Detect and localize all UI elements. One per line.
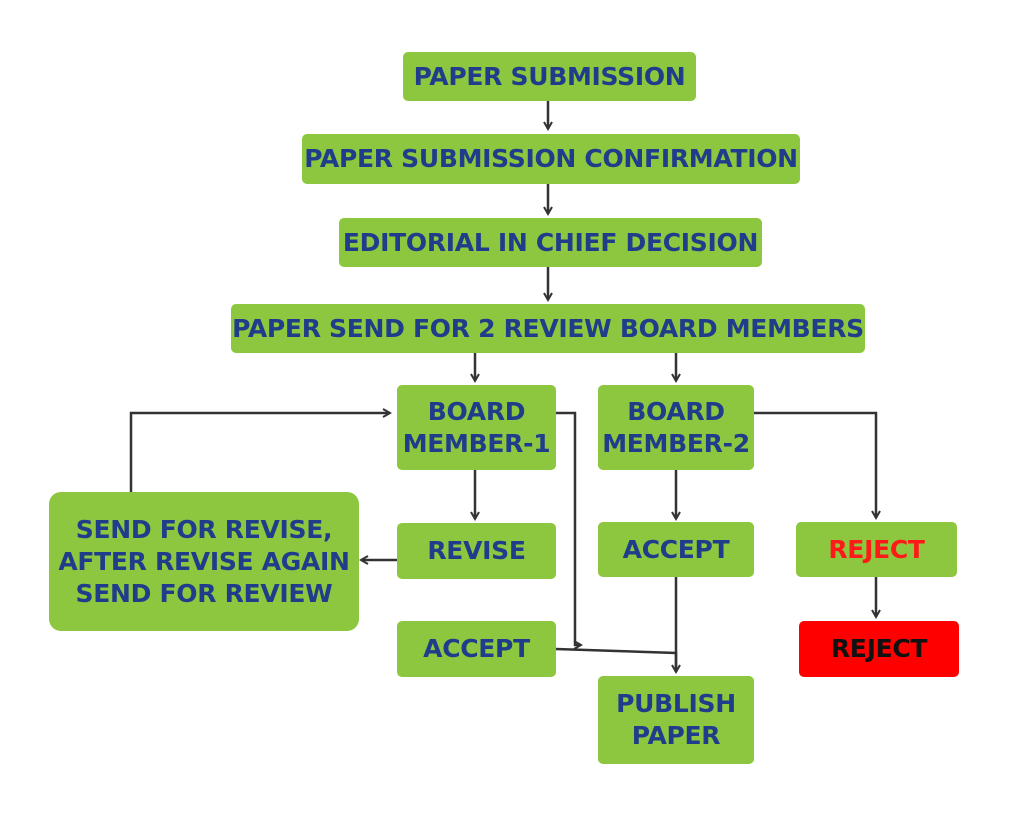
send-for-review-box: PAPER SEND FOR 2 REVIEW BOARD MEMBERS — [231, 304, 865, 353]
send-for-revise-line-3: SEND FOR REVIEW — [75, 578, 333, 608]
board-member-1-box: BOARD MEMBER-1 — [397, 385, 556, 470]
editorial-decision-box: EDITORIAL IN CHIEF DECISION — [339, 218, 762, 267]
board-member-2-box: BOARD MEMBER-2 — [598, 385, 754, 470]
paper-submission-label: PAPER SUBMISSION — [413, 61, 686, 91]
reject-outcome-label: REJECT — [828, 534, 925, 564]
send-for-review-label: PAPER SEND FOR 2 REVIEW BOARD MEMBERS — [232, 313, 864, 343]
editorial-decision-label: EDITORIAL IN CHIEF DECISION — [342, 227, 759, 257]
reject-final-label: REJECT — [830, 634, 928, 663]
reject-final-box: REJECT — [799, 621, 959, 677]
send-for-revise-line-2: AFTER REVISE AGAIN — [58, 546, 350, 576]
board-member-1-line-2: MEMBER-1 — [402, 428, 551, 458]
accept-2-label: ACCEPT — [622, 534, 730, 564]
accept-1-label: ACCEPT — [423, 634, 530, 663]
accept-2-box: ACCEPT — [598, 522, 754, 577]
publish-paper-box: PUBLISH PAPER — [598, 676, 754, 764]
revise-box: REVISE — [397, 523, 556, 579]
board-member-2-line-2: MEMBER-2 — [602, 428, 750, 458]
board-member-2-line-1: BOARD — [627, 396, 725, 426]
arrow-member2-to-reject — [754, 411, 876, 518]
send-for-revise-box: SEND FOR REVISE, AFTER REVISE AGAIN SEND… — [49, 492, 359, 631]
paper-submission-box: PAPER SUBMISSION — [403, 52, 696, 101]
submission-confirmation-label: PAPER SUBMISSION CONFIRMATION — [304, 144, 798, 173]
arrow-member1-to-accept — [556, 411, 581, 645]
send-for-revise-line-1: SEND FOR REVISE, — [75, 514, 333, 544]
publish-paper-line-1: PUBLISH — [616, 689, 736, 718]
board-member-1-line-1: BOARD — [427, 396, 526, 426]
revise-label: REVISE — [427, 536, 526, 565]
arrow-send-for-revise-back-to-member1 — [129, 413, 390, 492]
accept-1-box: ACCEPT — [397, 621, 556, 677]
reject-outcome-box: REJECT — [796, 522, 957, 577]
arrow-accept1-to-publish — [555, 647, 676, 672]
submission-confirmation-box: PAPER SUBMISSION CONFIRMATION — [302, 134, 800, 184]
publish-paper-line-2: PAPER — [631, 721, 721, 750]
